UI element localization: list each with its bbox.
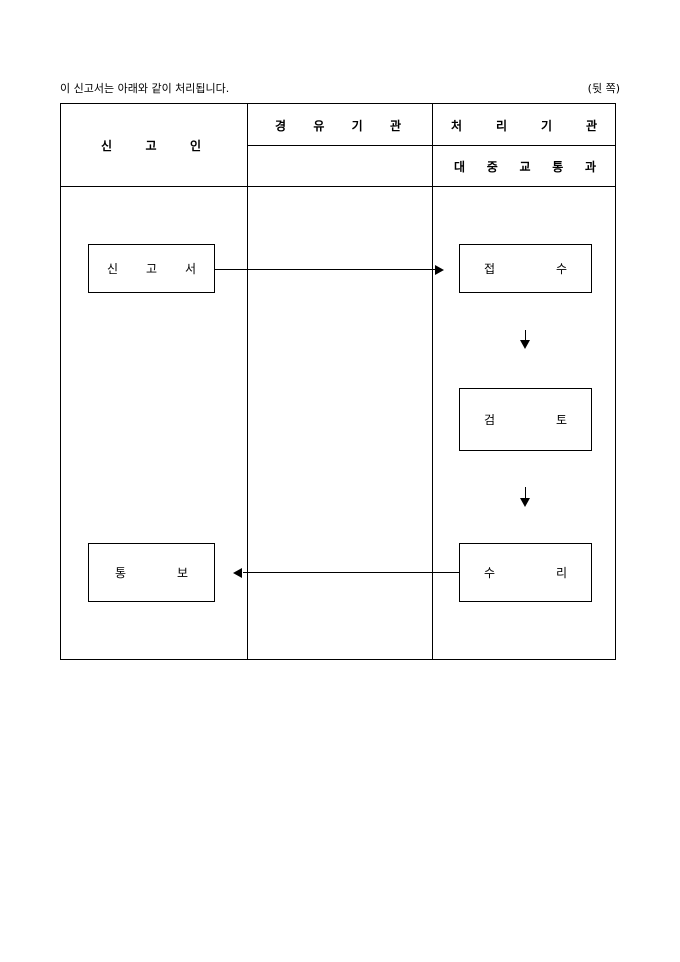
arrow-stem-receipt-to-review [525, 330, 526, 340]
intro-note: 이 신고서는 아래와 같이 처리됩니다. [60, 82, 230, 95]
receipt-box: 접 수 [459, 244, 592, 293]
acceptance-char: 수 [484, 566, 496, 580]
header-via-agency: 경 유 기 관 [275, 112, 401, 138]
header-processing-char: 처 [451, 118, 463, 133]
notice-box: 통 보 [88, 543, 215, 602]
report-box: 신 고 서 [88, 244, 215, 293]
review-box: 검 토 [459, 388, 592, 451]
arrow-down-icon [520, 498, 530, 507]
arrow-down-icon [520, 340, 530, 349]
notice-char: 보 [176, 566, 188, 580]
header-processing-char: 관 [585, 118, 597, 133]
header-declarant: 신 고 인 [101, 132, 201, 158]
column-divider-2 [432, 104, 433, 659]
header-department: 대 중 교 통 과 [454, 153, 596, 179]
header-via-char: 기 [351, 118, 363, 133]
header-declarant-char: 신 [101, 138, 113, 153]
report-char: 신 [107, 262, 119, 276]
arrow-line-report-to-receipt [215, 269, 435, 270]
header-via-char: 관 [389, 118, 401, 133]
header-department-char: 교 [519, 159, 531, 174]
arrow-left-icon [233, 568, 242, 578]
header-via-char: 유 [313, 118, 325, 133]
report-char: 고 [145, 262, 158, 276]
receipt-char: 접 [484, 262, 496, 276]
header-bottom-rule [61, 186, 615, 187]
header-declarant-char: 인 [189, 138, 201, 153]
review-char: 검 [484, 413, 496, 427]
acceptance-box: 수 리 [459, 543, 592, 602]
page-side-label: (뒷 쪽) [587, 82, 620, 95]
header-via-char: 경 [275, 118, 287, 133]
header-department-char: 대 [454, 159, 466, 174]
header-department-char: 통 [552, 159, 564, 174]
notice-char: 통 [115, 566, 127, 580]
arrow-line-acceptance-to-notice [243, 572, 459, 573]
acceptance-char: 리 [555, 566, 567, 580]
report-char: 서 [184, 262, 196, 276]
header-middle-rule [247, 145, 615, 146]
arrow-right-icon [435, 265, 444, 275]
column-divider-1 [247, 104, 248, 659]
process-table: 신 고 인 경 유 기 관 처 리 기 관 대 중 교 통 과 신 고 서 접 … [60, 103, 616, 660]
header-declarant-char: 고 [145, 138, 157, 153]
arrow-stem-review-to-acceptance [525, 487, 526, 498]
review-char: 토 [555, 413, 567, 427]
header-department-char: 과 [584, 159, 596, 174]
header-processing-char: 리 [495, 118, 508, 133]
receipt-char: 수 [555, 262, 567, 276]
header-department-char: 중 [486, 159, 498, 174]
header-processing-char: 기 [540, 118, 553, 133]
header-processing-agency: 처 리 기 관 [451, 112, 597, 138]
